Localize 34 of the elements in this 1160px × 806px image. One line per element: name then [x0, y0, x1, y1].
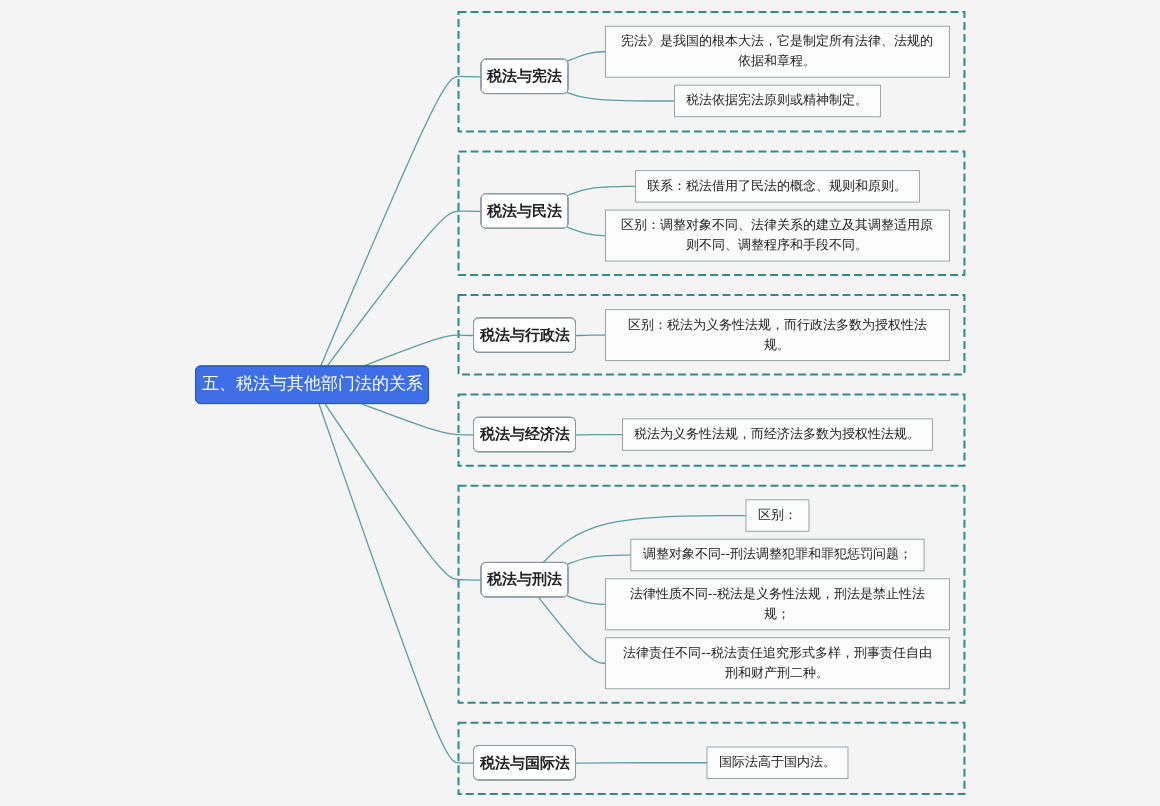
node-box — [706, 746, 849, 779]
node-box — [605, 578, 950, 631]
connector — [326, 210, 483, 368]
node-box — [745, 499, 810, 532]
cluster — [457, 11, 966, 133]
connector — [542, 514, 747, 564]
connector — [318, 403, 475, 764]
node-box — [605, 25, 950, 78]
connector — [566, 185, 637, 197]
cluster — [457, 150, 966, 277]
connector — [324, 403, 483, 581]
connector — [575, 334, 607, 337]
node-box — [630, 538, 925, 572]
cluster — [457, 721, 966, 795]
connector — [537, 596, 607, 664]
connector — [575, 762, 708, 764]
node-box — [605, 309, 950, 362]
connector — [566, 595, 607, 605]
cluster — [457, 393, 966, 467]
connector — [566, 91, 676, 102]
connector — [361, 334, 475, 368]
connector — [575, 433, 624, 436]
node-box — [635, 170, 920, 203]
node-box — [622, 418, 933, 451]
cluster — [457, 294, 966, 376]
connector — [319, 75, 483, 368]
connector — [566, 226, 607, 237]
connector — [566, 51, 607, 62]
node-box — [674, 84, 881, 118]
connector — [566, 554, 632, 566]
node-box — [605, 637, 950, 690]
cluster — [457, 484, 966, 704]
node-box — [605, 209, 950, 262]
connector — [361, 403, 475, 436]
